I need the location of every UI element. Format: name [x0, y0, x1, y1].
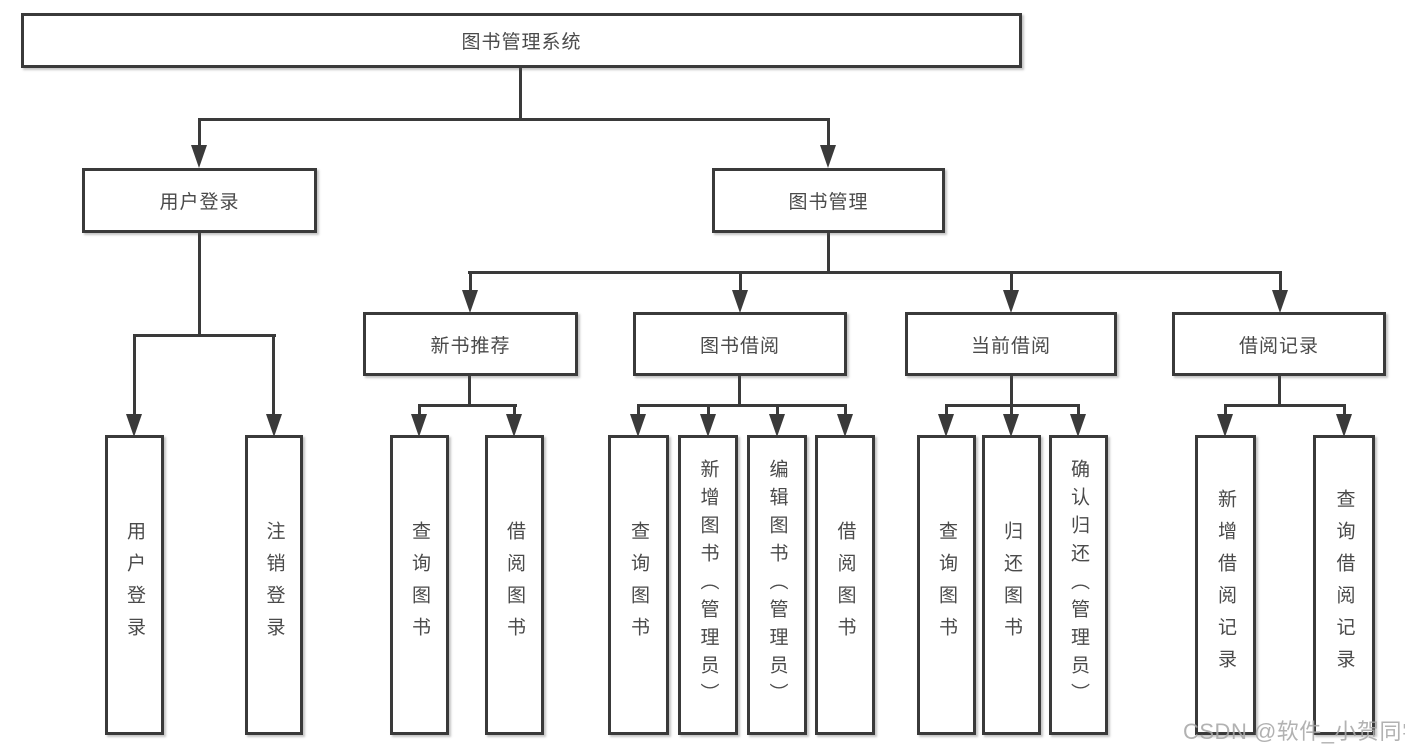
connector-line [1224, 404, 1346, 407]
leaf-bb-query-books: 查询图书 [608, 435, 669, 735]
connector-line [945, 404, 948, 416]
connector-line [198, 118, 201, 148]
leaf-cb-return-books: 归还图书 [982, 435, 1041, 735]
arrow-down-icon [506, 414, 522, 437]
arrow-down-icon [266, 414, 282, 437]
leaf-br-query-record: 查询借阅记录 [1313, 435, 1375, 735]
connector-line [1077, 404, 1080, 416]
leaf-nbr-borrow-books: 借阅图书 [485, 435, 544, 735]
leaf-label: 用户登录 [124, 521, 145, 649]
connector-line [468, 375, 471, 406]
leaf-label: 查询图书 [936, 521, 957, 649]
leaf-label: 确认归还（管理员） [1068, 459, 1089, 711]
arrow-down-icon [1070, 414, 1086, 437]
connector-line [776, 404, 779, 416]
connector-line [1010, 375, 1013, 406]
arrow-down-icon [938, 414, 954, 437]
leaf-nbr-query-books: 查询图书 [390, 435, 449, 735]
leaf-label: 编辑图书（管理员） [766, 459, 788, 711]
node-new-book-recommend: 新书推荐 [363, 312, 578, 376]
leaf-label: 新增借阅记录 [1215, 489, 1236, 681]
connector-line [133, 334, 276, 337]
connector-line [133, 334, 136, 416]
connector-line [637, 404, 847, 407]
leaf-logout: 注销登录 [245, 435, 303, 735]
leaf-cb-query-books: 查询图书 [917, 435, 976, 735]
leaf-label: 借阅图书 [504, 521, 525, 649]
leaf-label: 注销登录 [263, 521, 285, 649]
node-current-borrow: 当前借阅 [905, 312, 1117, 376]
arrow-down-icon [700, 414, 716, 437]
connector-line [1279, 271, 1282, 293]
node-label: 图书管理 [788, 192, 869, 213]
connector-line [739, 271, 742, 293]
connector-line [707, 404, 710, 416]
arrow-down-icon [1336, 414, 1352, 437]
connector-line [1010, 404, 1013, 416]
arrow-down-icon [820, 145, 836, 168]
leaf-bb-borrow-books: 借阅图书 [815, 435, 875, 735]
connector-line [1010, 271, 1013, 293]
connector-line [738, 375, 741, 406]
connector-line [1343, 404, 1346, 416]
arrow-down-icon [1217, 414, 1233, 437]
leaf-bb-edit-books-admin: 编辑图书（管理员） [747, 435, 807, 735]
csdn-watermark: CSDN @软件_小贺同学 [1183, 719, 1405, 744]
arrow-down-icon [837, 414, 853, 437]
leaf-bb-add-books-admin: 新增图书（管理员） [678, 435, 738, 735]
arrow-down-icon [462, 290, 478, 313]
node-label: 图书管理系统 [461, 32, 582, 53]
arrow-down-icon [769, 414, 785, 437]
node-label: 当前借阅 [970, 335, 1051, 357]
node-label: 借阅记录 [1238, 335, 1319, 357]
leaf-label: 归还图书 [1001, 521, 1022, 649]
connector-line [1278, 375, 1281, 406]
node-book-management: 图书管理 [712, 168, 945, 233]
leaf-br-add-record: 新增借阅记录 [1195, 435, 1256, 735]
arrow-down-icon [732, 290, 748, 313]
arrow-down-icon [1003, 290, 1019, 313]
connector-line [1224, 404, 1227, 416]
node-label: 图书借阅 [699, 335, 780, 357]
arrow-down-icon [411, 414, 427, 437]
connector-line [827, 231, 830, 273]
leaf-label: 借阅图书 [834, 521, 856, 649]
leaf-label: 查询图书 [409, 521, 430, 649]
connector-line [198, 231, 201, 337]
leaf-cb-confirm-return-admin: 确认归还（管理员） [1049, 435, 1108, 735]
connector-line [637, 404, 640, 416]
node-borrow-records: 借阅记录 [1172, 312, 1386, 376]
arrow-down-icon [191, 145, 207, 168]
arrow-down-icon [630, 414, 646, 437]
connector-line [468, 271, 1282, 274]
node-label: 用户登录 [159, 192, 240, 213]
leaf-label: 查询借阅记录 [1333, 489, 1355, 681]
node-user-login: 用户登录 [82, 168, 317, 233]
arrow-down-icon [1272, 290, 1288, 313]
leaf-label: 新增图书（管理员） [697, 459, 719, 711]
arrow-down-icon [126, 414, 142, 437]
leaf-user-login: 用户登录 [105, 435, 164, 735]
connector-line [272, 334, 275, 416]
connector-line [469, 271, 472, 293]
connector-line [519, 67, 522, 120]
connector-line [513, 404, 516, 416]
connector-line [827, 118, 830, 148]
node-label: 新书推荐 [430, 335, 511, 357]
connector-line [418, 404, 421, 416]
connector-line [418, 404, 517, 407]
arrow-down-icon [1003, 414, 1019, 437]
connector-line [198, 118, 830, 121]
node-book-borrow: 图书借阅 [633, 312, 847, 376]
leaf-label: 查询图书 [628, 521, 649, 649]
connector-line [844, 404, 847, 416]
node-root-library-system: 图书管理系统 [21, 13, 1022, 68]
